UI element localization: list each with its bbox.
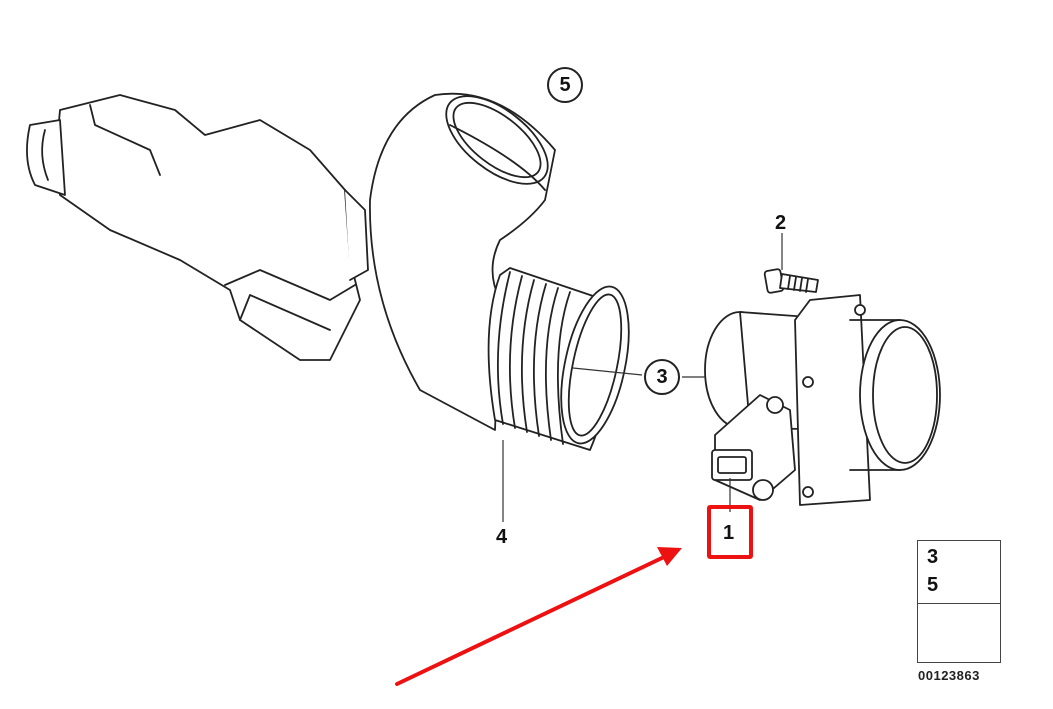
- callout-1: 1: [723, 522, 735, 544]
- intake-elbow-pipe: [369, 92, 556, 431]
- callout-4: 4: [496, 526, 508, 548]
- leader-lines: [502, 233, 783, 522]
- highlight-box-callout-1: [707, 505, 753, 559]
- callout-3: 3: [644, 359, 680, 395]
- legend-divider: [918, 603, 1000, 604]
- callout-2: 2: [775, 212, 787, 234]
- legend-number-5: 5: [927, 574, 939, 596]
- corrugated-boot: [487, 267, 630, 451]
- air-mass-sensor: [704, 294, 941, 506]
- air-filter-housing: [26, 94, 369, 361]
- diagram-part-number: 00123863: [918, 668, 980, 683]
- annotation-arrow: [395, 547, 682, 686]
- legend-number-3: 3: [927, 546, 939, 568]
- callout-5: 5: [547, 67, 583, 103]
- callout-5-text: 5: [559, 73, 571, 96]
- legend-box: 3 5: [917, 540, 1001, 663]
- callout-3-text: 3: [656, 365, 668, 388]
- bolt: [763, 268, 819, 294]
